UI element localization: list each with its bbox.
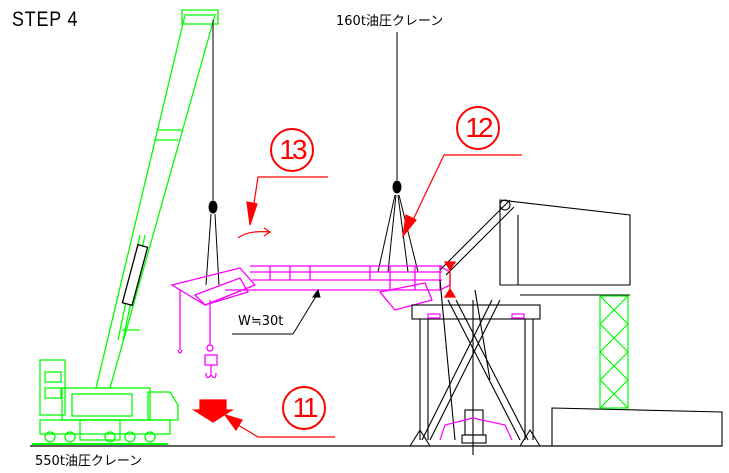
lifted-boom [170, 264, 451, 379]
step-marker-12: 12 [456, 106, 500, 150]
label-weight: W≒30t [238, 314, 284, 329]
structure-details [427, 313, 525, 441]
hoist-line-160t [377, 32, 419, 273]
label-550t-crane: 550t油圧クレーン [35, 454, 143, 469]
step-marker-11: 11 [282, 386, 326, 430]
step-title: STEP 4 [12, 8, 79, 31]
label-160t-crane: 160t油圧クレーン [336, 14, 444, 29]
weight-leader [232, 288, 321, 335]
crane-550t [32, 9, 219, 445]
existing-structure [409, 199, 723, 455]
step-marker-13: 13 [270, 128, 314, 172]
hoist-line-550t [205, 20, 220, 286]
annotations [191, 154, 522, 438]
support-tower [599, 295, 629, 409]
